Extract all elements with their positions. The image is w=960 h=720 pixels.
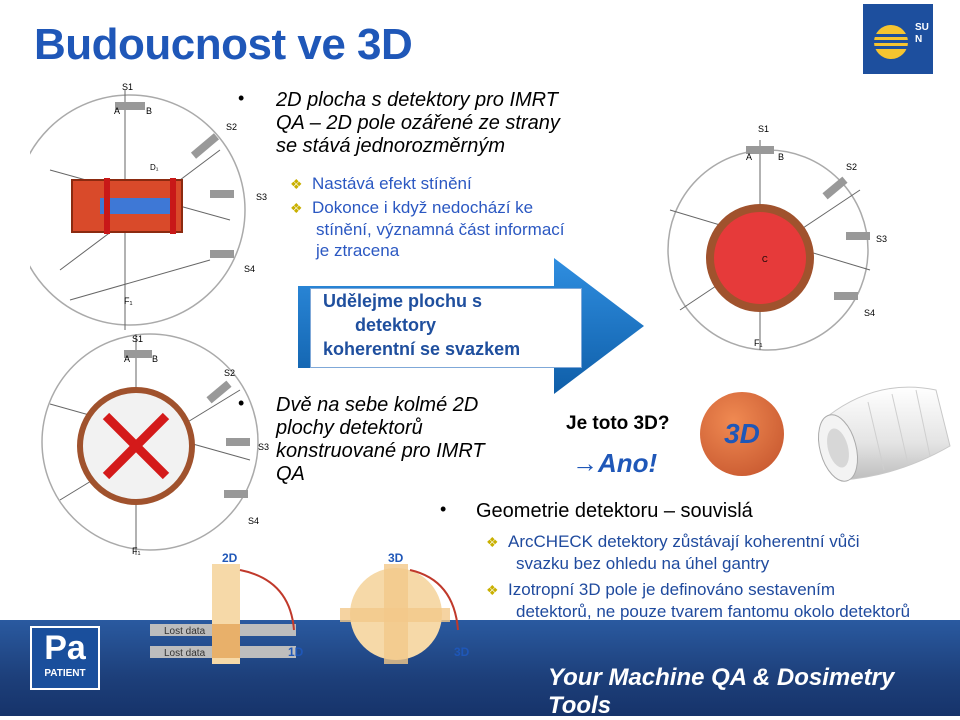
bullet3-main: Geometrie detektoru – souvislá bbox=[476, 500, 753, 522]
answer-row: →Ano! bbox=[572, 448, 657, 479]
sun-emblem-icon bbox=[871, 25, 911, 59]
footer-text: Your Machine QA & Dosimetry Tools bbox=[548, 664, 895, 719]
diamond-bullet-icon: ❖ bbox=[290, 176, 303, 192]
3d-badge: 3D bbox=[700, 392, 784, 476]
label-s1: S1 bbox=[122, 82, 133, 92]
label-b: B bbox=[146, 106, 152, 116]
label-s1: S1 bbox=[132, 334, 143, 344]
patient-logo-sub: PATIENT bbox=[44, 668, 86, 679]
bullet1-line: QA – 2D pole ozářené ze strany bbox=[276, 112, 560, 134]
beam-2d-illustration: 2D Lost data Lost data 1D bbox=[150, 551, 304, 664]
diamond-bullet-icon: ❖ bbox=[290, 200, 303, 216]
bullet3-dot: • bbox=[440, 499, 447, 519]
question-text: Je toto 3D? bbox=[566, 413, 670, 434]
label-3d-end: 3D bbox=[454, 645, 470, 659]
bottom-left-diagram: S1 S2 S3 S4 A B F₁ bbox=[41, 333, 269, 556]
arrow-textbox: Udělejme plochu s detektory koherentní s… bbox=[310, 288, 582, 368]
bullet3-subs: ❖ ArcCHECK detektory zůstávají koherentn… bbox=[486, 531, 956, 623]
label-3d-top: 3D bbox=[388, 551, 404, 565]
sub-item-cont: svazku bez ohledu na úhel gantry bbox=[516, 554, 770, 573]
label-s4: S4 bbox=[244, 264, 255, 274]
sun-logo-text: SUN bbox=[915, 22, 929, 45]
3d-badge-label: 3D bbox=[724, 418, 760, 449]
top-right-diagram: S1 S2 S3 S4 A B C F₁ bbox=[667, 124, 887, 351]
arrow-line: detektory bbox=[355, 315, 437, 335]
label-lost-data: Lost data bbox=[164, 626, 206, 637]
label-s3: S3 bbox=[876, 234, 887, 244]
label-s2: S2 bbox=[226, 122, 237, 132]
patient-logo: Pa PATIENT bbox=[30, 626, 100, 690]
diamond-bullet-icon: ❖ bbox=[486, 582, 499, 598]
bullet2-line: Dvě na sebe kolmé 2D bbox=[276, 394, 479, 416]
bullet1-dot: • bbox=[238, 88, 245, 108]
label-c: C bbox=[762, 255, 768, 264]
answer-text: Ano! bbox=[598, 448, 658, 478]
bullet2-line: konstruované pro IMRT bbox=[276, 440, 485, 462]
sub-item-cont: je ztracena bbox=[316, 241, 400, 260]
label-f1: F₁ bbox=[754, 338, 763, 348]
sub-item: ❖ ArcCHECK detektory zůstávají koherentn… bbox=[486, 532, 860, 551]
patient-logo-main: Pa bbox=[44, 629, 86, 667]
label-1d: 1D bbox=[288, 645, 304, 659]
sun-logo: SUN bbox=[863, 4, 933, 74]
sub-item-cont: stínění, významná část informací bbox=[316, 220, 565, 239]
arccheck-device-image bbox=[818, 386, 951, 482]
label-s3: S3 bbox=[256, 192, 267, 202]
top-left-diagram: S1 S2 S3 S4 A B D₁ F₁ bbox=[30, 82, 267, 330]
page-title: Budoucnost ve 3D bbox=[34, 20, 413, 69]
label-a: A bbox=[114, 106, 120, 116]
label-s3: S3 bbox=[258, 442, 269, 452]
beam-3d-illustration: 3D 3D bbox=[340, 551, 470, 664]
label-s2: S2 bbox=[846, 162, 857, 172]
bullet2-text: Dvě na sebe kolmé 2D plochy detektorů ko… bbox=[276, 394, 536, 486]
bullet1-line: 2D plocha s detektory pro IMRT bbox=[276, 89, 558, 111]
label-lost-data: Lost data bbox=[164, 648, 206, 659]
label-a: A bbox=[124, 354, 130, 364]
bullet2-line: QA bbox=[276, 463, 305, 485]
label-f1: F₁ bbox=[132, 546, 141, 556]
label-f1: F₁ bbox=[124, 296, 133, 306]
sub-item: ❖ Nastává efekt stínění bbox=[290, 174, 472, 193]
label-s1: S1 bbox=[758, 124, 769, 134]
bullet2-dot: • bbox=[238, 393, 245, 413]
arrow-right-icon: → bbox=[572, 448, 598, 478]
sub-item: ❖ Dokonce i když nedochází ke bbox=[290, 198, 534, 217]
arrow-line: Udělejme plochu s bbox=[323, 291, 483, 311]
label-s4: S4 bbox=[248, 516, 259, 526]
diamond-bullet-icon: ❖ bbox=[486, 534, 499, 550]
sub-item: ❖ Izotropní 3D pole je definováno sestav… bbox=[486, 580, 835, 599]
bullet1-subs: ❖ Nastává efekt stínění ❖ Dokonce i když… bbox=[290, 173, 600, 261]
label-d1: D₁ bbox=[150, 163, 159, 172]
label-b: B bbox=[778, 152, 784, 162]
bullet1-text: 2D plocha s detektory pro IMRT QA – 2D p… bbox=[276, 89, 586, 158]
arrow-line: koherentní se svazkem bbox=[323, 339, 521, 359]
label-s2: S2 bbox=[224, 368, 235, 378]
bullet1-line: se stává jednorozměrným bbox=[276, 135, 505, 157]
label-a: A bbox=[746, 152, 752, 162]
label-b: B bbox=[152, 354, 158, 364]
label-2d: 2D bbox=[222, 551, 238, 565]
sub-item-cont: detektorů, ne pouze tvarem fantomu okolo… bbox=[516, 602, 911, 621]
label-s4: S4 bbox=[864, 308, 875, 318]
bullet2-line: plochy detektorů bbox=[276, 417, 423, 439]
